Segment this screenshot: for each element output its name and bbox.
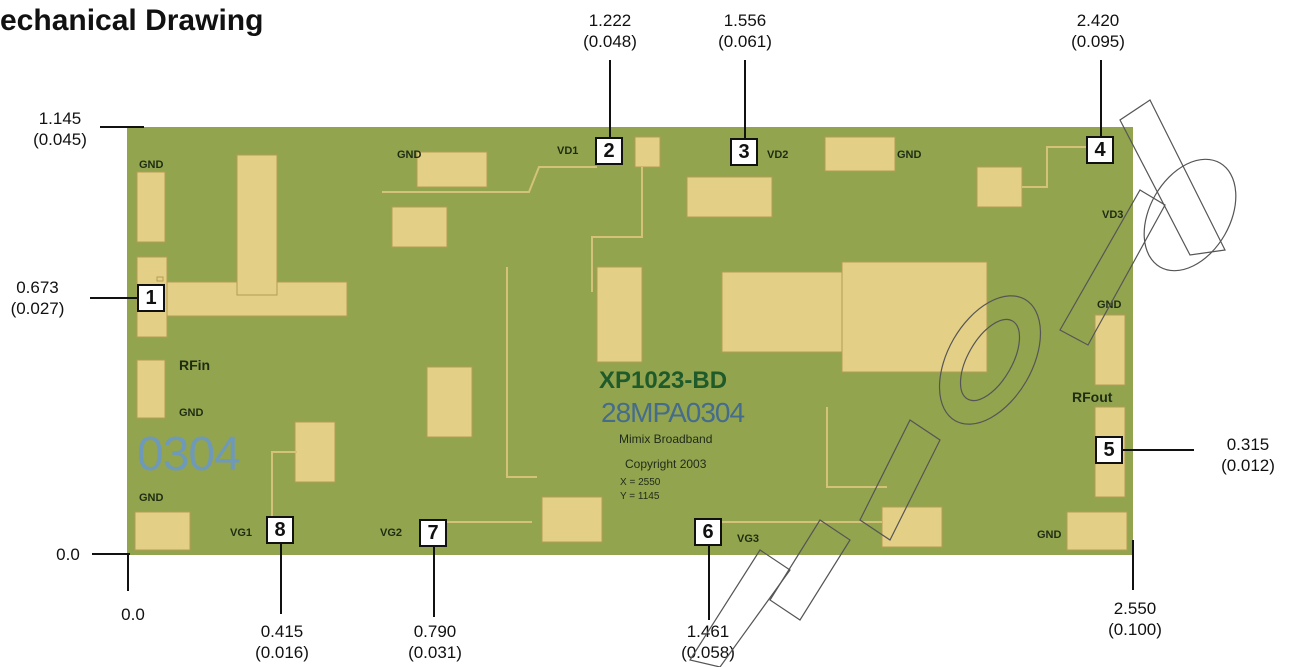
vd2-cap	[634, 136, 661, 168]
gnd-pad-top-right	[824, 136, 896, 172]
leader-pad-1	[90, 297, 138, 299]
drawing-title: echanical Drawing	[0, 4, 264, 37]
leader-origin-y	[92, 553, 130, 555]
pad-number-4: 4	[1086, 136, 1114, 164]
leader-pad-6	[708, 544, 710, 620]
dim-right-edge: 2.550(0.100)	[1108, 599, 1162, 639]
leader-pad-5	[1122, 449, 1194, 451]
chip-label-vd3: VD3	[1102, 209, 1124, 221]
stage2-match	[721, 271, 843, 353]
gate3-bias-trace	[826, 407, 887, 488]
stage1-bias	[391, 206, 448, 248]
copyright: Copyright 2003	[625, 457, 707, 471]
dim-top-edge: 1.145(0.045)	[33, 109, 87, 149]
chip-label-rfin: RFin	[179, 357, 211, 373]
x-size: X = 2550	[620, 477, 661, 488]
chip-label-vd2: VD2	[767, 149, 789, 161]
vd2-inductor	[686, 176, 773, 218]
pad-number-1: 1	[137, 284, 165, 312]
gnd-pad-top-left	[416, 151, 488, 188]
chip-label-gnd-5: GND	[179, 407, 204, 419]
gnd-pad-left-top	[136, 171, 166, 243]
chip-label-vg2: VG2	[380, 527, 403, 539]
pad-number-7: 7	[419, 519, 447, 547]
chip-label-vd1: VD1	[557, 145, 579, 157]
chip-label-vg1: VG1	[230, 527, 253, 539]
pad-number-2: 2	[595, 137, 623, 165]
chip-label-vg3: VG3	[737, 533, 760, 545]
bond-line	[156, 276, 164, 282]
dim-pad-3: 1.556(0.061)	[718, 11, 772, 51]
part-number: XP1023-BD	[599, 367, 728, 394]
pad-number-8: 8	[266, 516, 294, 544]
dim-origin-x: 0.0	[121, 605, 145, 624]
dim-pad-4: 2.420(0.095)	[1071, 11, 1125, 51]
leader-pad-2	[609, 60, 611, 138]
vd2-trace	[591, 167, 643, 292]
vg3-cap	[881, 506, 943, 548]
dim-origin-y: 0.0	[56, 545, 80, 564]
chip-label-gnd-7: GND	[1037, 529, 1062, 541]
gnd-pad-right	[1094, 314, 1126, 386]
gate2-bias-trace	[506, 267, 537, 478]
pad-number-3: 3	[730, 138, 758, 166]
input-stub	[236, 154, 278, 296]
vd3-cap	[976, 166, 1023, 208]
stage1-cap	[426, 366, 473, 438]
leader-pad-7	[433, 545, 435, 617]
vd3-trace	[1022, 146, 1087, 188]
chip-die: GND GND GND GND GND GND GND VD1 VD2 VD3 …	[127, 127, 1133, 555]
dim-pad-1: 0.673(0.027)	[10, 278, 65, 318]
chip-label-gnd-3: GND	[897, 149, 922, 161]
chip-layout-graphic	[134, 136, 1128, 551]
chip-label-gnd-1: GND	[139, 159, 164, 171]
pad-number-5: 5	[1095, 436, 1123, 464]
stage3-fet	[841, 261, 988, 373]
dim-pad-5: 0.315(0.012)	[1221, 435, 1275, 475]
leader-top-edge	[100, 126, 144, 128]
wafer-id: 0304	[137, 428, 241, 481]
maker: Mimix Broadband	[619, 432, 713, 446]
vg2-cap	[541, 496, 603, 543]
leader-right-edge	[1132, 540, 1134, 590]
chip-label-gnd-2: GND	[397, 149, 422, 161]
gnd-pad-corner-left	[134, 511, 191, 551]
stage2-fet	[596, 266, 643, 363]
dim-pad-2: 1.222(0.048)	[583, 11, 637, 51]
leader-pad-4	[1100, 60, 1102, 138]
y-size: Y = 1145	[620, 491, 660, 502]
dim-pad-6: 1.461(0.058)	[681, 622, 735, 662]
gnd-pad-corner-right	[1066, 511, 1128, 551]
vg1-cap	[294, 421, 336, 483]
lot-code: 28MPA0304	[601, 397, 745, 428]
chip-label-rfout: RFout	[1072, 389, 1113, 405]
vg1-trace	[271, 451, 297, 517]
leader-pad-3	[744, 60, 746, 140]
dim-pad-8: 0.415(0.016)	[255, 622, 309, 662]
vd1-trace	[382, 166, 597, 193]
dim-pad-7: 0.790(0.031)	[408, 622, 462, 662]
gnd-pad-left-bottom	[136, 359, 166, 419]
leader-origin-x	[127, 555, 129, 591]
pad-number-6: 6	[694, 518, 722, 546]
chip-label-gnd-4: GND	[1097, 299, 1122, 311]
chip-label-gnd-6: GND	[139, 492, 164, 504]
leader-pad-8	[280, 542, 282, 614]
